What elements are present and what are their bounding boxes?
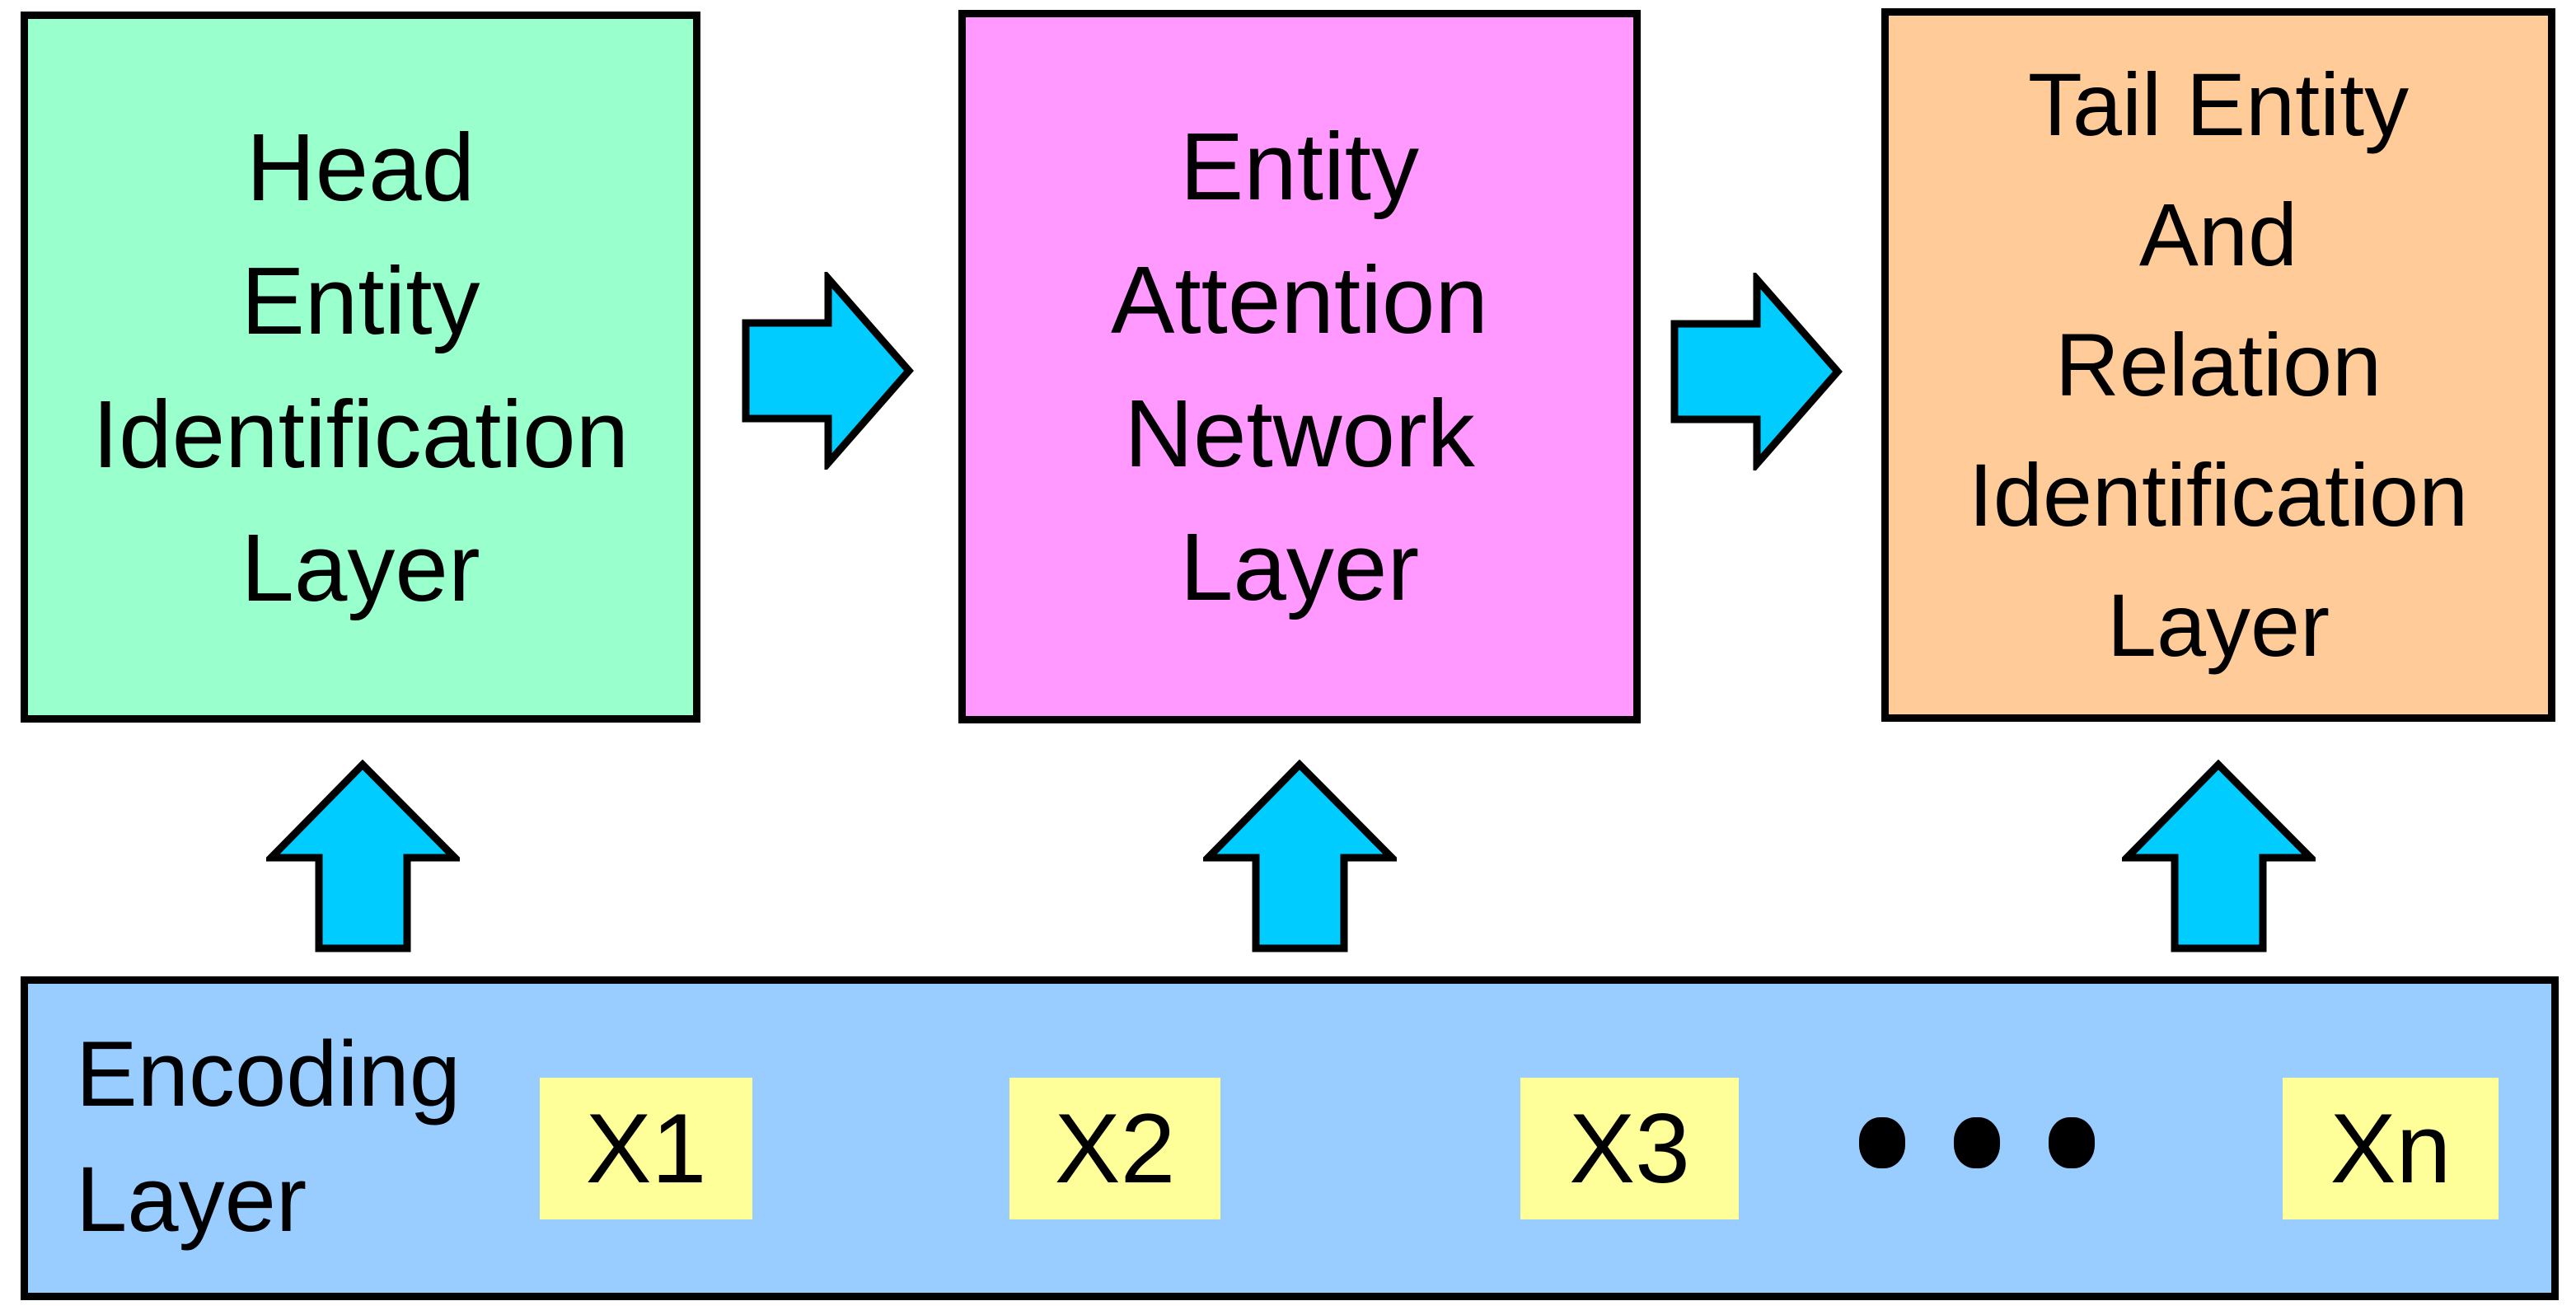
flow-arrow-encoding-to-tail <box>2122 760 2316 953</box>
layer-label-line: Entity <box>241 246 480 354</box>
layer-label-line: Attention <box>1111 246 1488 353</box>
ellipsis-dots <box>1859 1117 2095 1168</box>
arrow-up-icon <box>2122 760 2316 952</box>
layer-label-line: Network <box>1124 380 1475 487</box>
layer-label-line: And <box>2138 185 2298 284</box>
token-label: Xn <box>2330 1093 2452 1204</box>
layer-label-line: Identification <box>1968 445 2469 545</box>
arrow-right-icon <box>1670 273 1843 470</box>
layer-label-line: Tail Entity <box>2027 54 2410 154</box>
ellipsis-dot <box>2049 1117 2095 1168</box>
encoding-label-line: Layer <box>76 1148 307 1251</box>
arrow-up-icon <box>1203 760 1397 952</box>
token-x1: X1 <box>540 1078 752 1219</box>
token-xn: Xn <box>2283 1078 2499 1219</box>
encoding-layer-box <box>21 976 2559 1300</box>
token-x3: X3 <box>1520 1078 1739 1219</box>
encoding-layer-label: Encoding Layer <box>76 1012 461 1262</box>
layer-label-line: Entity <box>1179 113 1420 220</box>
ellipsis-dot <box>1859 1117 1905 1168</box>
ellipsis-dot <box>1954 1117 2000 1168</box>
layer-label-line: Identification <box>91 380 630 488</box>
token-label: X1 <box>585 1093 707 1204</box>
flow-arrow-head-to-attention <box>742 272 915 470</box>
token-label: X3 <box>1569 1093 1690 1204</box>
flow-arrow-encoding-to-head <box>266 760 460 953</box>
tail-entity-relation-identification-layer-box: Tail Entity And Relation Identification … <box>1881 8 2555 722</box>
token-label: X2 <box>1054 1093 1176 1204</box>
flow-arrow-encoding-to-attention <box>1203 760 1397 953</box>
layer-label-line: Layer <box>2106 575 2330 675</box>
attention-layer-label: Entity Attention Network Layer <box>1111 100 1488 634</box>
token-x2: X2 <box>1009 1078 1220 1219</box>
layer-label-line: Head <box>246 113 475 221</box>
entity-attention-network-layer-box: Entity Attention Network Layer <box>958 10 1641 723</box>
head-layer-label: Head Entity Identification Layer <box>92 101 629 634</box>
encoding-label-line: Encoding <box>76 1023 461 1125</box>
head-entity-identification-layer-box: Head Entity Identification Layer <box>21 12 700 723</box>
tail-layer-label: Tail Entity And Relation Identification … <box>1969 40 2468 690</box>
layer-label-line: Relation <box>2054 315 2382 414</box>
layer-label-line: Layer <box>241 513 480 621</box>
flow-arrow-attention-to-tail <box>1670 273 1843 470</box>
arrow-up-icon <box>266 760 460 952</box>
layer-label-line: Layer <box>1179 513 1420 620</box>
arrow-right-icon <box>742 272 914 470</box>
